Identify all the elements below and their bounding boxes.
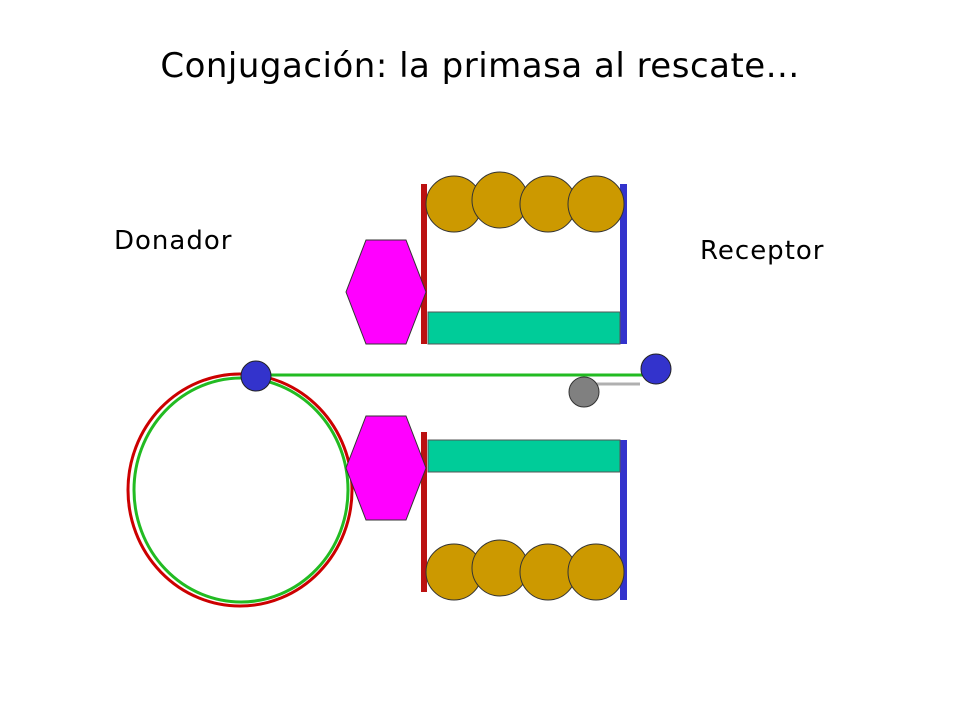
coupling-protein-bottom — [345, 415, 427, 521]
plasmid-outer-strand — [126, 372, 354, 608]
relaxase-donor — [240, 360, 272, 392]
pilus-subunit — [471, 171, 529, 229]
channel-bar-bottom — [427, 439, 621, 473]
slide-title: Conjugación: la primasa al rescate... — [160, 46, 800, 86]
plasmid-inner-strand — [132, 376, 350, 604]
pilus-subunit — [471, 539, 529, 597]
donor-membrane-bottom — [421, 432, 427, 592]
coupling-protein-top — [345, 239, 427, 345]
donor-label: Donador — [114, 226, 233, 256]
receptor-label: Receptor — [700, 236, 825, 266]
pilus-subunit — [567, 543, 625, 601]
primase — [568, 376, 600, 408]
pilus-subunit — [567, 175, 625, 233]
channel-bar-top — [427, 311, 621, 345]
receptor-membrane-bottom — [620, 440, 627, 600]
relaxase-receptor — [640, 353, 672, 385]
receptor-membrane-top — [620, 184, 627, 344]
donor-membrane-top — [421, 184, 427, 344]
